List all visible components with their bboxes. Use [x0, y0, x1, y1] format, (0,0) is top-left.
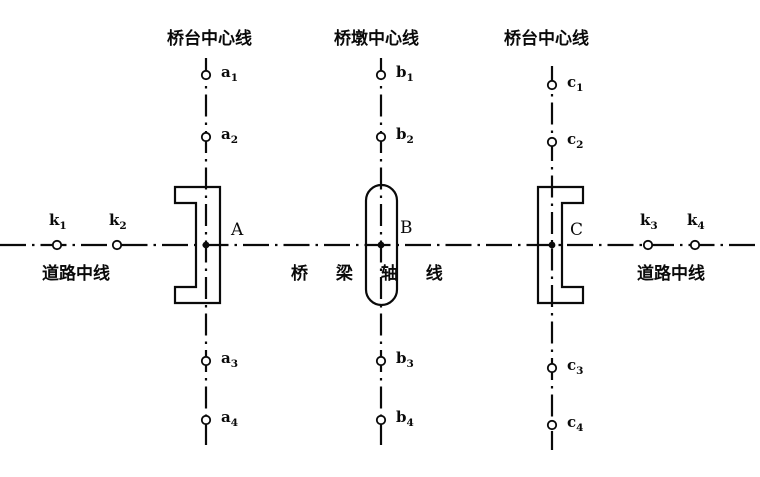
- control-point-marker-c4[interactable]: [546, 419, 558, 431]
- title-label-pier-title: 桥墩中心线: [334, 28, 419, 49]
- control-point-label-k3: k3: [640, 211, 658, 232]
- text-layer: A B Ca1 a2 a3 a4 b1 b2 b3 b4 c1 c2 c3 c4 k1 k2 k3 k4 桥台中心线…: [42, 28, 705, 434]
- control-point-label-b3: b3: [396, 349, 414, 370]
- control-point-layer: [51, 69, 701, 431]
- control-point-label-k1: k1: [49, 211, 67, 232]
- control-point-marker-b2[interactable]: [375, 131, 387, 143]
- road-centerline-label-right: 道路中线: [637, 263, 705, 284]
- control-point-label-a3: a3: [221, 349, 238, 370]
- title-label-abutment-left-title: 桥台中心线: [167, 28, 252, 49]
- control-point-marker-c3[interactable]: [546, 362, 558, 374]
- structure-label-abutment-A: A: [230, 220, 244, 240]
- structure-label-abutment-C: C: [570, 220, 583, 240]
- structure-center-dot-pier-B: [377, 241, 385, 249]
- pier-outline-B: [364, 183, 399, 307]
- centerline-layer: [0, 58, 760, 450]
- control-point-marker-k1[interactable]: [51, 239, 63, 251]
- control-point-label-b1: b1: [396, 63, 414, 84]
- control-point-label-c2: c2: [567, 130, 583, 151]
- control-point-marker-a1[interactable]: [200, 69, 212, 81]
- control-point-label-a1: a1: [221, 63, 238, 84]
- control-point-label-b2: b2: [396, 125, 414, 146]
- control-point-label-a2: a2: [221, 125, 238, 146]
- control-point-label-k4: k4: [687, 211, 705, 232]
- structure-layer: [173, 183, 585, 307]
- control-point-marker-b4[interactable]: [375, 414, 387, 426]
- control-point-marker-k3[interactable]: [642, 239, 654, 251]
- abutment-outline-C: [536, 185, 585, 305]
- control-point-label-c1: c1: [567, 73, 583, 94]
- control-point-label-k2: k2: [109, 211, 127, 232]
- control-point-marker-k2[interactable]: [111, 239, 123, 251]
- title-label-abutment-right-title: 桥台中心线: [504, 28, 589, 49]
- bridge-axis-label: 桥 梁 轴 线: [291, 263, 454, 284]
- control-point-marker-b1[interactable]: [375, 69, 387, 81]
- control-point-label-c4: c4: [567, 413, 583, 434]
- control-point-marker-a2[interactable]: [200, 131, 212, 143]
- control-point-label-a4: a4: [221, 408, 238, 429]
- road-centerline-label-left: 道路中线: [42, 263, 110, 284]
- structure-label-pier-B: B: [400, 218, 413, 238]
- structure-center-dot-abutment-C: [548, 241, 556, 249]
- control-point-marker-k4[interactable]: [689, 239, 701, 251]
- structure-center-dot-abutment-A: [202, 241, 210, 249]
- control-point-marker-c1[interactable]: [546, 79, 558, 91]
- control-point-marker-c2[interactable]: [546, 136, 558, 148]
- control-point-marker-b3[interactable]: [375, 355, 387, 367]
- control-point-label-b4: b4: [396, 408, 414, 429]
- control-point-label-c3: c3: [567, 356, 583, 377]
- abutment-outline-A: [173, 185, 222, 305]
- control-point-marker-a4[interactable]: [200, 414, 212, 426]
- control-point-marker-a3[interactable]: [200, 355, 212, 367]
